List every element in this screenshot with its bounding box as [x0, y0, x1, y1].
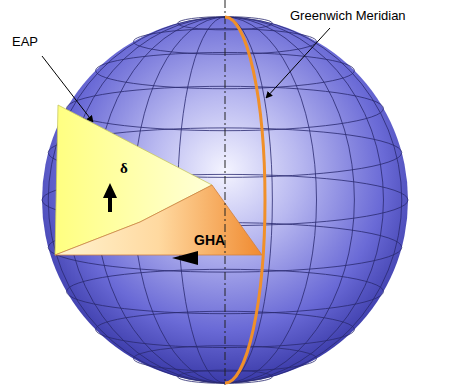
leader-line	[266, 28, 330, 98]
leader-line	[42, 56, 93, 122]
angle-symbol: δ	[120, 160, 128, 177]
hour-angle-wedge	[55, 185, 262, 255]
delta-arrow-shaft	[108, 196, 112, 212]
angle-label: GHA	[194, 232, 225, 248]
polar-axis	[225, 0, 226, 385]
meridian-label: Greenwich Meridian	[290, 8, 406, 23]
gha-arrowhead	[172, 251, 198, 265]
greenwich-meridian	[225, 17, 265, 383]
delta-arrowhead	[103, 183, 117, 198]
point-label: EAP	[12, 34, 38, 49]
